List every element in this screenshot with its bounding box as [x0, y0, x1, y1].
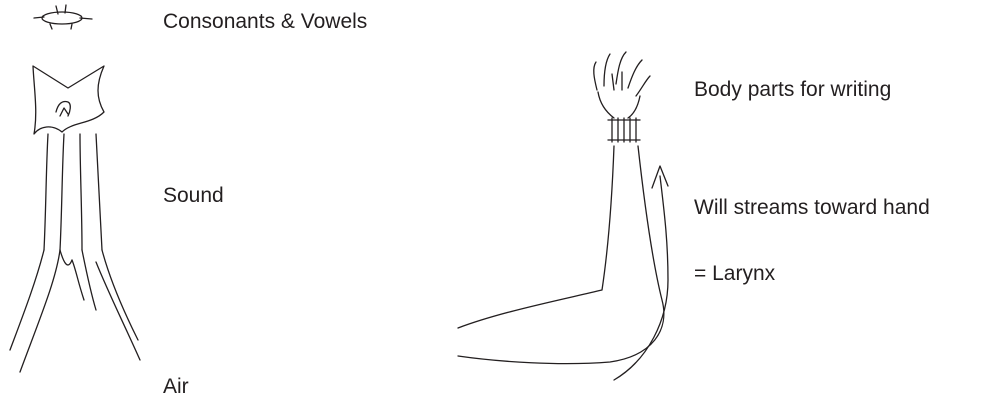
wrist-sketch: [608, 118, 640, 142]
arm-sketch: [458, 146, 664, 364]
will-streams-label: Will streams toward hand: [694, 196, 930, 220]
bronchi-sketch: [10, 250, 140, 372]
hand-sketch: [594, 52, 650, 118]
larynx-label: = Larynx: [694, 262, 775, 286]
trachea-sketch: [44, 134, 102, 250]
consonants-vowels-label: Consonants & Vowels: [163, 10, 367, 34]
will-stream-arrow: [614, 166, 668, 380]
larynx-sketch: [33, 66, 104, 134]
mouth-sketch: [34, 5, 92, 29]
air-label: Air: [163, 375, 189, 399]
body-parts-label: Body parts for writing: [694, 78, 891, 102]
sound-label: Sound: [163, 184, 224, 208]
